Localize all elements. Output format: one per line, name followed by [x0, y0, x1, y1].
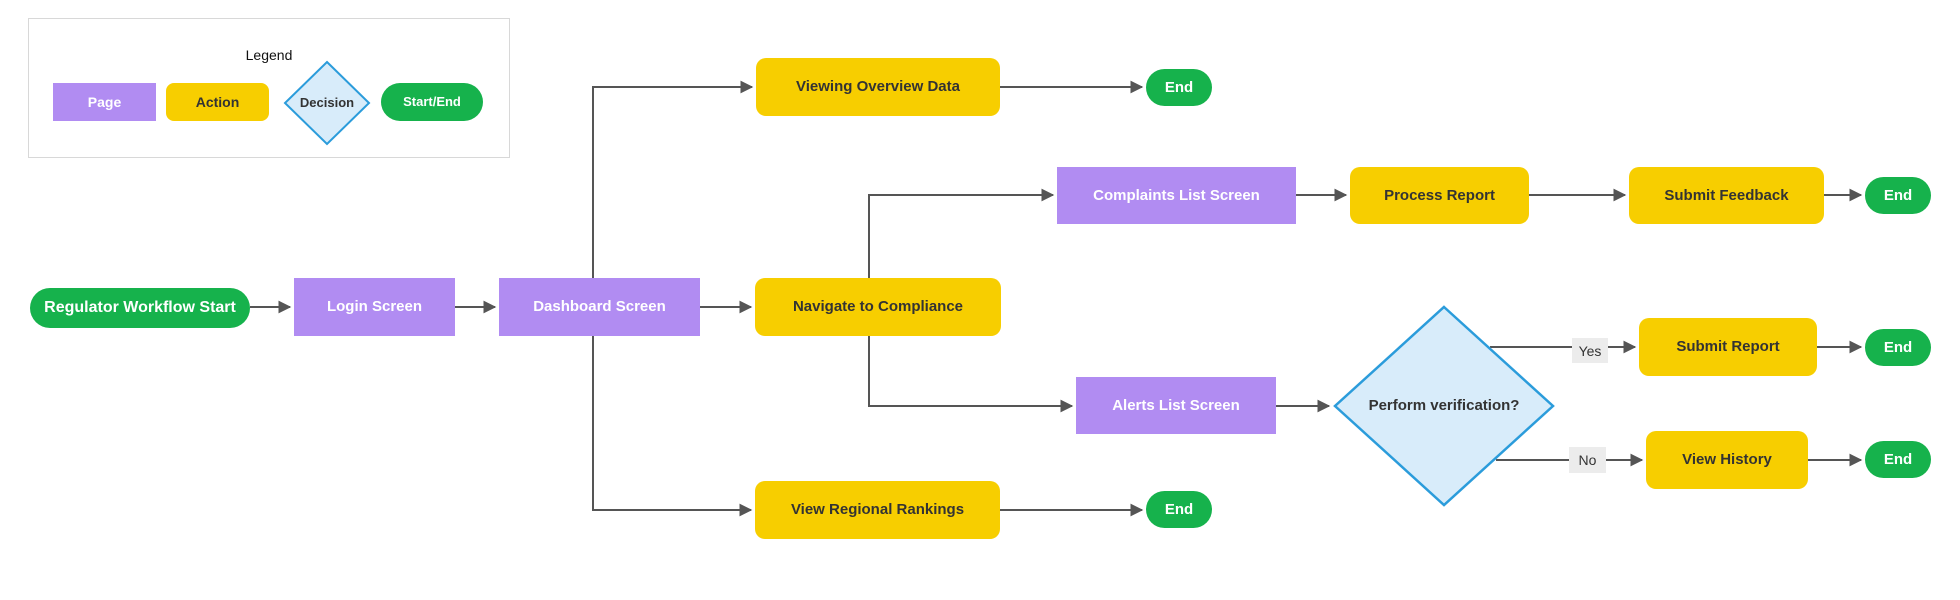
node-navigate-to-compliance: Navigate to Compliance — [755, 278, 1001, 336]
legend-decision-label: Decision — [299, 94, 355, 110]
decision-diamond-shape — [1333, 305, 1555, 507]
node-alerts-list-screen: Alerts List Screen — [1076, 377, 1276, 434]
node-end-overview: End — [1146, 69, 1212, 106]
node-view-history: View History — [1646, 431, 1808, 489]
node-complaints-list-screen: Complaints List Screen — [1057, 167, 1296, 224]
node-decision-perform-verification: Perform verification? — [1333, 305, 1555, 507]
node-login-screen: Login Screen — [294, 278, 455, 336]
edge-dashboard-rankings — [592, 336, 753, 517]
node-end-submit-report: End — [1865, 329, 1931, 366]
node-process-report: Process Report — [1350, 167, 1529, 224]
edge-navigate-complaints — [868, 188, 1055, 278]
node-view-regional-rankings: View Regional Rankings — [755, 481, 1000, 539]
legend-item-start-end: Start/End — [381, 83, 483, 121]
node-start: Regulator Workflow Start — [30, 288, 250, 328]
node-end-feedback: End — [1865, 177, 1931, 214]
node-end-view-history: End — [1865, 441, 1931, 478]
legend-box: Legend Page Action Decision Start/End — [28, 18, 510, 158]
node-submit-report: Submit Report — [1639, 318, 1817, 376]
legend-item-action: Action — [166, 83, 269, 121]
node-viewing-overview-data: Viewing Overview Data — [756, 58, 1000, 116]
edge-label-yes: Yes — [1572, 338, 1608, 363]
legend-title: Legend — [245, 47, 293, 63]
edge-label-no: No — [1569, 447, 1606, 473]
edge-navigate-alerts — [868, 336, 1074, 413]
decision-label: Perform verification? — [1368, 397, 1520, 415]
node-submit-feedback: Submit Feedback — [1629, 167, 1824, 224]
edge-dashboard-overview — [592, 80, 754, 278]
legend-item-decision: Decision — [283, 60, 371, 146]
node-dashboard-screen: Dashboard Screen — [499, 278, 700, 336]
node-end-rankings: End — [1146, 491, 1212, 528]
legend-decision-diamond-shape — [283, 60, 371, 146]
legend-item-page: Page — [53, 83, 156, 121]
